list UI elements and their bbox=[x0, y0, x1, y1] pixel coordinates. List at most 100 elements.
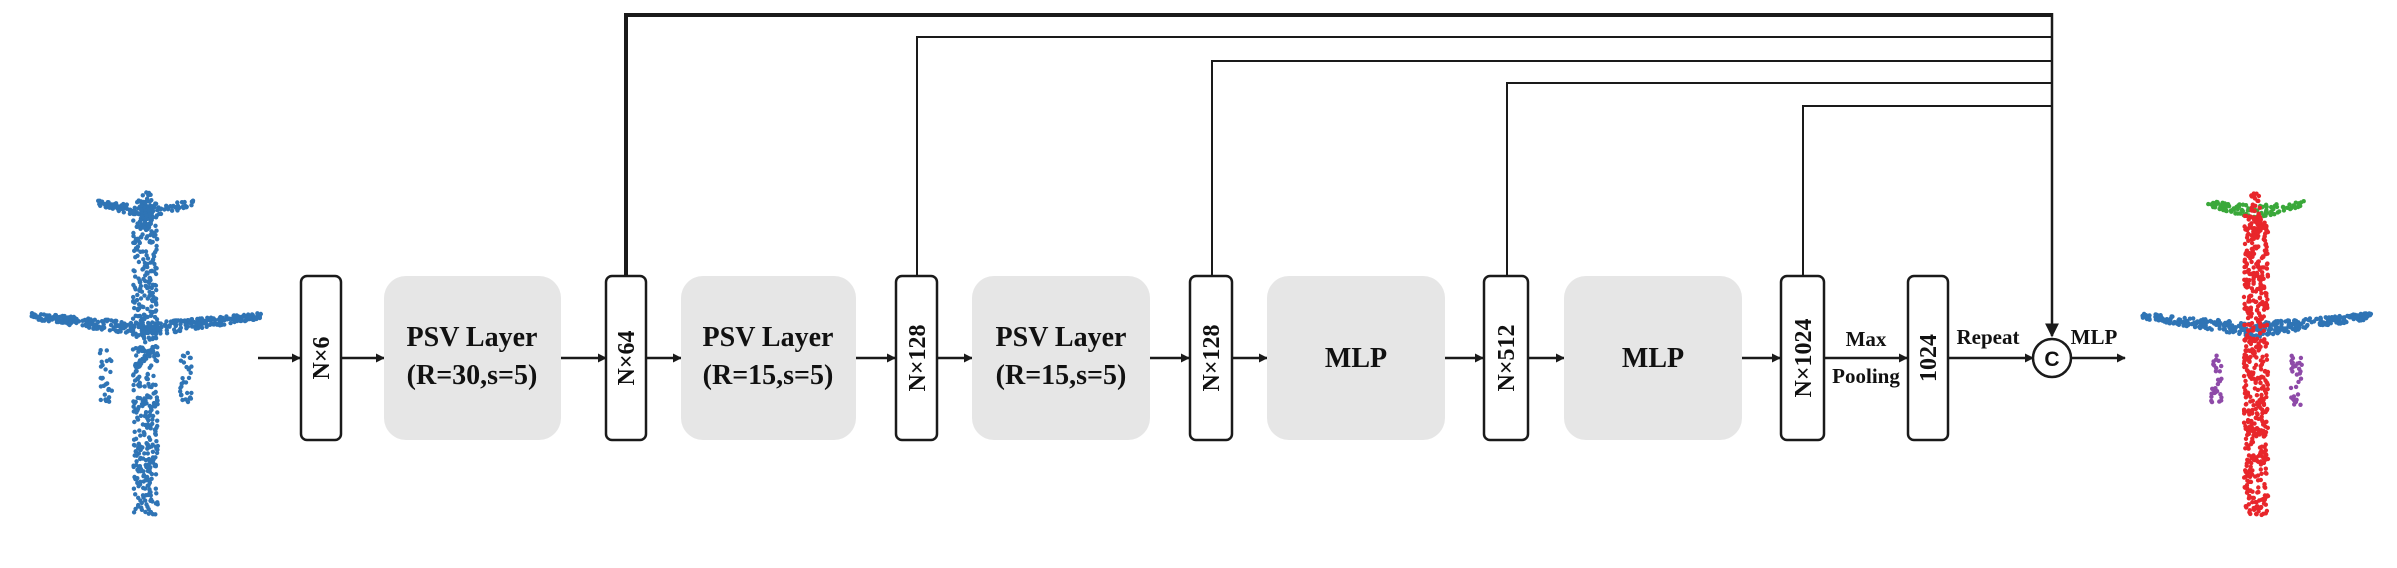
point bbox=[2248, 305, 2254, 310]
point bbox=[2217, 369, 2222, 374]
point bbox=[145, 314, 150, 320]
point bbox=[108, 369, 113, 375]
point bbox=[46, 315, 51, 321]
point bbox=[68, 315, 73, 320]
point bbox=[2244, 401, 2249, 407]
point bbox=[2286, 318, 2292, 323]
point bbox=[2153, 317, 2159, 322]
point bbox=[184, 326, 189, 331]
point bbox=[2260, 285, 2265, 291]
point bbox=[154, 213, 160, 218]
point bbox=[102, 325, 107, 330]
point bbox=[124, 322, 129, 328]
point bbox=[2191, 316, 2196, 321]
point bbox=[2246, 408, 2251, 413]
point bbox=[97, 201, 102, 207]
point bbox=[106, 395, 112, 400]
point bbox=[2293, 384, 2299, 390]
point bbox=[2248, 293, 2253, 298]
point bbox=[187, 396, 192, 401]
point bbox=[2249, 208, 2254, 213]
point bbox=[200, 318, 205, 323]
point bbox=[2246, 238, 2251, 243]
point bbox=[2275, 331, 2280, 336]
concat-node bbox=[2031, 337, 2073, 379]
point bbox=[145, 261, 150, 267]
point bbox=[197, 321, 202, 327]
point bbox=[162, 207, 167, 212]
point bbox=[106, 387, 111, 393]
point bbox=[155, 500, 160, 505]
point bbox=[2254, 458, 2260, 463]
point bbox=[2270, 211, 2275, 216]
point bbox=[158, 321, 163, 326]
point bbox=[191, 319, 196, 325]
point bbox=[150, 449, 156, 454]
point bbox=[154, 266, 159, 271]
point bbox=[2305, 322, 2310, 328]
point bbox=[164, 319, 169, 324]
point bbox=[2368, 311, 2374, 317]
point bbox=[155, 418, 160, 423]
point bbox=[153, 331, 159, 337]
point bbox=[2242, 257, 2248, 262]
point bbox=[137, 278, 142, 284]
point bbox=[2293, 205, 2298, 211]
point bbox=[2250, 338, 2255, 344]
skip-connection-512 bbox=[1506, 82, 2052, 276]
point bbox=[2259, 374, 2264, 380]
point bbox=[2245, 426, 2250, 431]
point bbox=[145, 296, 150, 301]
point bbox=[143, 410, 149, 415]
point bbox=[145, 393, 150, 398]
point bbox=[2145, 314, 2151, 320]
point bbox=[98, 384, 104, 389]
point bbox=[2262, 457, 2268, 463]
point bbox=[156, 326, 161, 332]
point bbox=[146, 348, 151, 354]
point bbox=[2262, 484, 2267, 489]
point bbox=[144, 330, 149, 335]
point bbox=[2265, 251, 2270, 256]
point bbox=[2216, 318, 2221, 323]
segmented-output-point-cloud bbox=[2140, 191, 2374, 518]
point bbox=[2309, 320, 2314, 325]
point bbox=[2249, 259, 2254, 265]
point bbox=[68, 319, 74, 324]
point bbox=[2246, 502, 2251, 507]
point bbox=[145, 327, 150, 332]
point bbox=[2241, 373, 2247, 379]
point bbox=[140, 267, 145, 272]
point bbox=[2242, 322, 2247, 328]
point bbox=[2259, 392, 2264, 398]
point bbox=[2222, 327, 2227, 332]
point bbox=[2255, 490, 2260, 495]
point bbox=[2259, 512, 2264, 518]
point bbox=[131, 373, 136, 378]
point bbox=[2215, 377, 2221, 382]
point bbox=[131, 298, 136, 304]
point bbox=[138, 413, 144, 418]
point bbox=[134, 459, 139, 464]
point bbox=[143, 340, 148, 345]
point bbox=[103, 367, 108, 372]
point bbox=[2258, 338, 2264, 343]
point bbox=[2264, 408, 2269, 414]
feature-box-512 bbox=[1482, 274, 1530, 442]
point bbox=[149, 229, 154, 234]
point bbox=[150, 417, 155, 422]
point bbox=[138, 207, 144, 212]
point bbox=[96, 198, 101, 203]
point bbox=[2244, 261, 2249, 266]
point bbox=[136, 198, 141, 203]
point bbox=[2197, 324, 2202, 330]
psv-layer-2-params: (R=15,s=5) bbox=[703, 360, 834, 391]
max-pooling-label-line2: Pooling bbox=[1832, 364, 1900, 388]
point bbox=[2275, 319, 2281, 324]
point bbox=[143, 498, 148, 503]
point bbox=[2260, 254, 2266, 259]
point bbox=[133, 274, 138, 279]
point bbox=[2245, 419, 2251, 425]
point bbox=[146, 456, 152, 462]
point bbox=[135, 253, 140, 258]
